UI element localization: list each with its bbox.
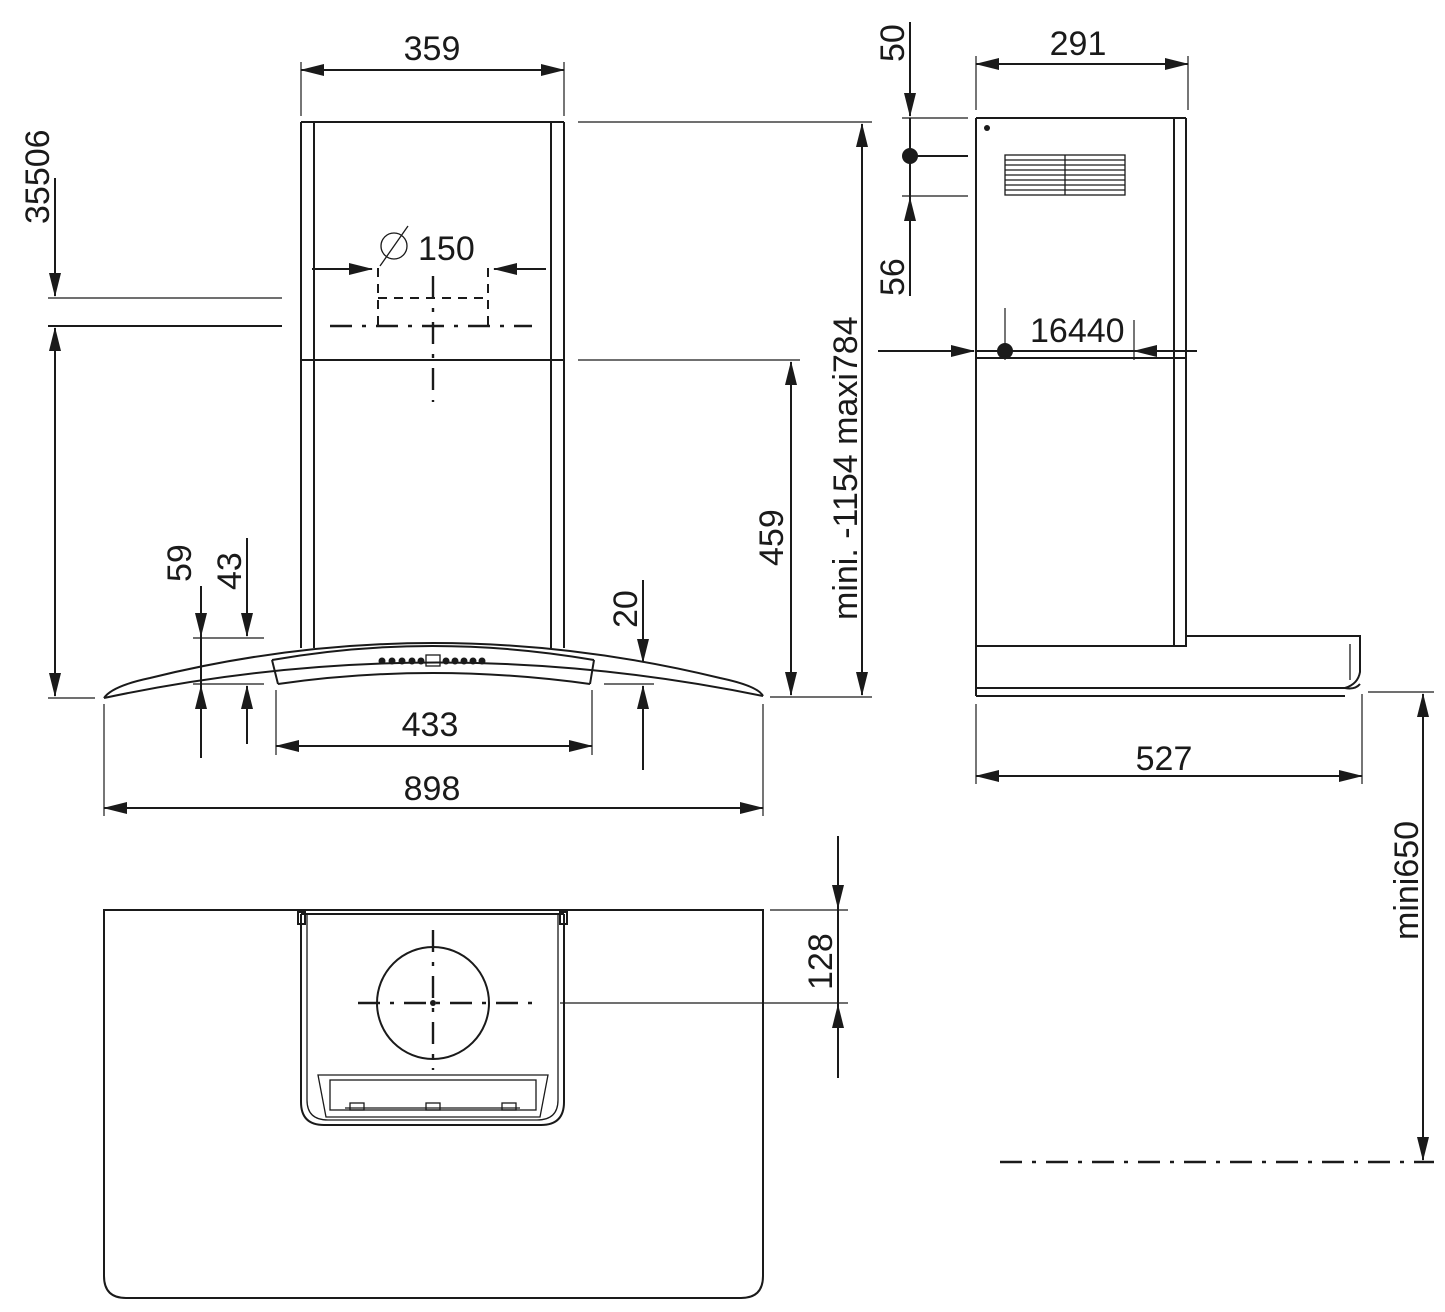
dim-chimney-width-label: 359 <box>404 30 461 68</box>
dim-side-depth-top-label: 291 <box>1050 25 1107 63</box>
dim-min-height-above-hob: mini650 <box>1000 691 1434 1164</box>
dim-top-offsets: 50 56 <box>874 22 968 296</box>
side-view: 291 50 56 16440 <box>874 22 1434 1164</box>
dim-panel-width: 433 <box>275 690 593 755</box>
vent-grille <box>1004 154 1126 196</box>
side-canopy-outline <box>976 635 1361 697</box>
dim-duct-diameter-label: 150 <box>418 230 475 268</box>
dim-canopy-thickness: 59 43 <box>161 538 264 758</box>
dim-left-vertical-label: 35506 <box>19 129 57 224</box>
diameter-icon <box>380 232 408 260</box>
dim-hood-depth: 527 <box>975 694 1363 784</box>
dim-canopy-edge-label: 20 <box>607 590 645 628</box>
dim-side-bracket: 16440 <box>878 308 1197 360</box>
plan-duct-circle <box>358 930 540 1070</box>
front-view: 359 150 35506 mini. -1154 maxi784 <box>19 30 872 816</box>
dim-chimney-height-range: mini. -1154 maxi784 <box>578 121 872 698</box>
dim-duct-offset-plan: 128 <box>560 836 848 1078</box>
control-panel-buttons <box>378 654 486 667</box>
dim-canopy-thickness-inner-label: 43 <box>211 552 249 590</box>
plan-chimney-outline <box>297 911 568 1126</box>
dim-lower-chimney-label: 459 <box>753 509 791 566</box>
dim-panel-width-label: 433 <box>402 706 459 744</box>
dim-side-depth-top: 291 <box>975 25 1189 110</box>
duct-hidden-lines <box>330 268 532 402</box>
dim-chimney-height-range-label: mini. -1154 maxi784 <box>827 316 865 620</box>
plan-view: 128 <box>103 836 848 1299</box>
dim-hood-depth-label: 527 <box>1136 740 1193 778</box>
dim-chimney-width: 359 <box>300 30 565 116</box>
plan-canopy-outline <box>103 909 764 1299</box>
dim-lower-chimney: 459 <box>753 361 797 696</box>
dim-duct-diameter: 150 <box>312 225 546 275</box>
dim-left-vertical: 35506 <box>19 129 282 699</box>
dim-side-bracket-label: 16440 <box>1030 312 1125 350</box>
chimney-outline <box>300 121 565 648</box>
dim-hood-width: 898 <box>103 704 764 816</box>
dim-top-offset-label: 50 <box>874 24 912 62</box>
dim-vent-offset-label: 56 <box>874 258 912 296</box>
side-chimney-outline <box>975 117 1187 696</box>
canopy-outline <box>103 642 764 699</box>
dim-canopy-thickness-outer-label: 59 <box>161 544 199 582</box>
dim-hood-width-label: 898 <box>404 770 461 808</box>
dim-min-height-label: mini650 <box>1388 821 1426 940</box>
dim-duct-offset-plan-label: 128 <box>802 933 840 990</box>
dim-canopy-edge: 20 <box>604 580 654 770</box>
